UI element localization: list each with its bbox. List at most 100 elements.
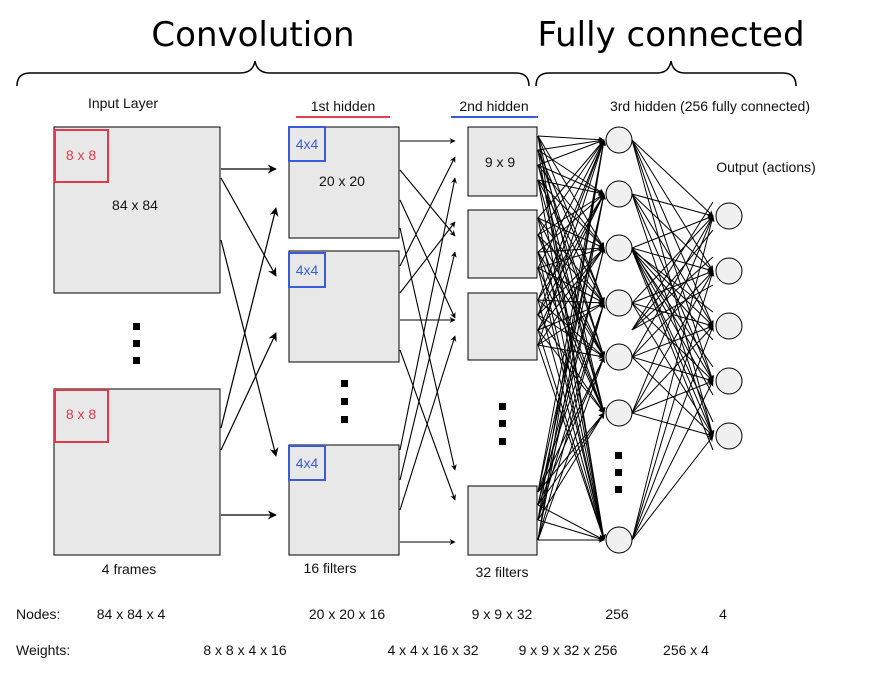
fc2-arrow bbox=[631, 139, 714, 217]
fc1-arrow bbox=[537, 139, 605, 301]
input-filter-bottom-label: 8 x 8 bbox=[66, 406, 97, 422]
fc2-arrow bbox=[631, 249, 714, 341]
fc1-arrow bbox=[537, 137, 605, 151]
input-to-hidden1-arrows bbox=[220, 164, 279, 520]
fc1-arrow bbox=[537, 267, 606, 541]
hidden2-map-1 bbox=[467, 126, 538, 197]
nodes-value-input: 84 x 84 x 4 bbox=[97, 606, 166, 622]
hidden1-to-hidden2-arrows bbox=[399, 138, 457, 545]
hidden1-filter-2-label: 4x4 bbox=[296, 262, 319, 278]
fully-connected-brace-icon bbox=[535, 60, 797, 87]
fc2-arrow bbox=[631, 215, 714, 358]
input-layer-title: Input Layer bbox=[88, 95, 158, 111]
fc1-arrow bbox=[537, 314, 605, 414]
fc1-arrow bbox=[537, 139, 605, 269]
convolution-brace-icon bbox=[16, 60, 530, 87]
weights-value-fc2: 256 x 4 bbox=[663, 642, 709, 658]
fc1-arrow bbox=[537, 329, 605, 414]
hidden1-filter-3 bbox=[288, 445, 326, 481]
fc2-arrow bbox=[631, 270, 714, 414]
fc1-arrow bbox=[537, 139, 607, 521]
hidden1-filter-1-label: 4x4 bbox=[296, 136, 319, 152]
weights-row-label: Weights: bbox=[16, 642, 70, 658]
second-hidden-title: 2nd hidden bbox=[459, 98, 528, 114]
nodes-value-output: 4 bbox=[719, 606, 727, 622]
hidden2-caption: 32 filters bbox=[476, 564, 529, 580]
input-size-label: 84 x 84 bbox=[112, 197, 158, 213]
hidden2-vertical-ellipsis-icon bbox=[499, 403, 506, 445]
fc1-arrow bbox=[537, 412, 605, 506]
nodes-value-hidden3: 256 bbox=[605, 606, 629, 622]
fc1-arrow bbox=[537, 245, 605, 253]
fc2-arrow bbox=[631, 435, 714, 541]
nodes-row-label: Nodes: bbox=[16, 606, 60, 622]
hidden3-nodes bbox=[605, 126, 633, 554]
input-frame-bottom bbox=[53, 388, 221, 556]
fc1-arrow bbox=[537, 217, 606, 541]
hidden2-map-4 bbox=[467, 485, 538, 556]
hidden2-size-label: 9 x 9 bbox=[485, 154, 516, 170]
fc2-arrow bbox=[631, 249, 714, 313]
hidden1-map-1 bbox=[288, 126, 400, 239]
hidden3-neuron-icon bbox=[605, 234, 633, 262]
input-filter-top-label: 8 x 8 bbox=[66, 147, 97, 163]
fc2-arrow bbox=[631, 215, 714, 414]
fc2-arrow bbox=[631, 270, 715, 541]
input-caption: 4 frames bbox=[102, 561, 156, 577]
fc1-arrow bbox=[537, 139, 605, 316]
fc1-arrow bbox=[537, 247, 605, 331]
hidden1-filter-1 bbox=[288, 126, 326, 162]
hidden3-neuron-icon bbox=[605, 289, 633, 317]
fc1-arrow bbox=[537, 164, 605, 249]
fc1-arrow bbox=[537, 314, 605, 358]
output-title: Output (actions) bbox=[716, 159, 816, 175]
fc1-arrow bbox=[537, 139, 606, 493]
fully-connected-heading: Fully connected bbox=[537, 15, 804, 55]
output-nodes bbox=[715, 202, 743, 450]
convolution-heading: Convolution bbox=[151, 15, 354, 55]
fc2-arrow bbox=[631, 215, 715, 541]
hidden2-to-hidden3-arrows bbox=[537, 135, 607, 543]
hidden1-map-2 bbox=[288, 250, 400, 363]
fc1-arrow bbox=[537, 139, 607, 541]
fc1-arrow bbox=[537, 247, 606, 506]
weights-value-conv2: 4 x 4 x 16 x 32 bbox=[387, 642, 478, 658]
fc1-arrow bbox=[537, 299, 605, 306]
fc1-arrow bbox=[537, 302, 606, 541]
fc1-arrow bbox=[537, 179, 606, 541]
fc1-arrow bbox=[537, 139, 605, 236]
hidden1-filter-3-label: 4x4 bbox=[296, 455, 319, 471]
fc1-arrow bbox=[537, 302, 605, 346]
fc1-arrow bbox=[537, 149, 605, 195]
fc2-arrow bbox=[631, 229, 714, 331]
fc1-arrow bbox=[537, 193, 606, 506]
fc2-arrow bbox=[631, 325, 714, 541]
hidden3-neuron-icon bbox=[605, 399, 633, 427]
fc2-arrow bbox=[631, 380, 714, 541]
fc1-arrow bbox=[537, 193, 605, 331]
hidden1-size-label: 20 x 20 bbox=[319, 173, 365, 189]
fc2-arrow bbox=[631, 325, 714, 414]
hidden3-vertical-ellipsis-icon bbox=[615, 452, 622, 493]
fc1-arrow bbox=[537, 356, 605, 493]
output-neuron-icon bbox=[715, 257, 743, 285]
input-filter-bottom bbox=[54, 389, 109, 443]
fc1-arrow bbox=[537, 193, 606, 541]
fc2-arrow bbox=[631, 249, 714, 423]
fc1-arrow bbox=[537, 139, 605, 219]
fc1-arrow bbox=[537, 135, 605, 249]
output-neuron-icon bbox=[715, 202, 743, 230]
fc2-arrow bbox=[631, 193, 714, 218]
input-vertical-ellipsis-icon bbox=[133, 323, 140, 364]
input-frame-top bbox=[53, 126, 221, 294]
fc2-arrow bbox=[631, 201, 714, 331]
hidden1-vertical-ellipsis-icon bbox=[341, 380, 348, 423]
fc1-arrow bbox=[537, 247, 605, 346]
hidden3-neuron-icon bbox=[605, 526, 633, 554]
fc2-arrow bbox=[631, 412, 714, 438]
fc2-arrow bbox=[631, 215, 714, 249]
hidden1-map-3 bbox=[288, 444, 400, 556]
fc1-arrow bbox=[537, 356, 605, 541]
hidden3-neuron-icon bbox=[605, 126, 633, 154]
fc2-arrow bbox=[631, 249, 714, 368]
